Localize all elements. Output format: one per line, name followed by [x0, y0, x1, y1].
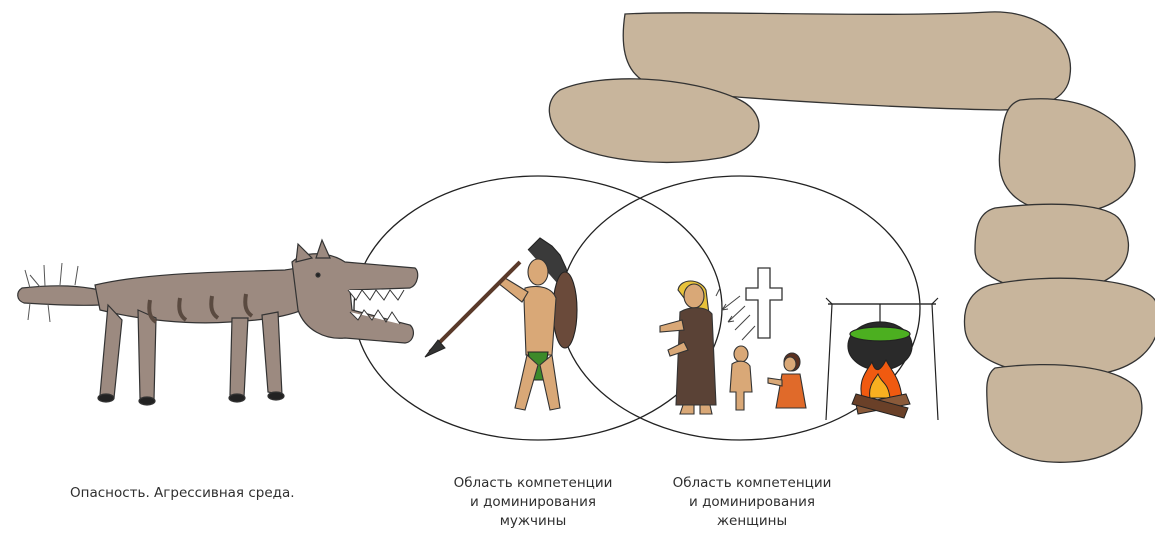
caption-danger: Опасность. Агрессивная среда. — [70, 484, 295, 503]
caption-women-line-3: женщины — [652, 512, 852, 531]
woman-icon — [660, 281, 716, 414]
spear-icon — [425, 262, 520, 357]
wolf-icon — [18, 240, 418, 405]
cross-icon — [746, 268, 782, 338]
caption-men-line-1: Область компетенции — [433, 474, 633, 493]
caption-danger-text: Опасность. Агрессивная среда. — [70, 484, 295, 503]
cave-rocks-icon — [549, 12, 1155, 462]
caption-women-line-1: Область компетенции — [652, 474, 852, 493]
fire-icon — [852, 360, 910, 418]
caption-men-line-3: мужчины — [433, 512, 633, 531]
caption-women-line-2: и доминирования — [652, 493, 852, 512]
caption-men-domain: Область компетенции и доминирования мужч… — [433, 474, 633, 531]
girl-icon — [768, 353, 806, 408]
caption-women-domain: Область компетенции и доминирования женщ… — [652, 474, 852, 531]
caption-men-line-2: и доминирования — [433, 493, 633, 512]
shield-icon — [553, 272, 577, 348]
hunter-icon — [498, 238, 577, 410]
child-icon — [730, 346, 752, 410]
